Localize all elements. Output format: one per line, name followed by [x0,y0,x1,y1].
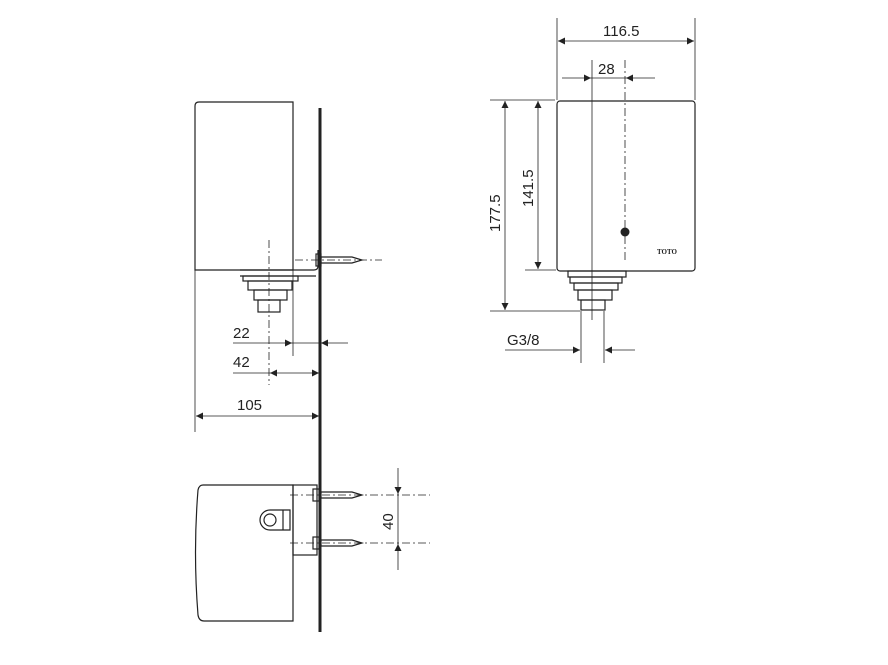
dim-g3-8-label: G3/8 [507,332,540,349]
dim-141-5-label: 141.5 [520,169,537,207]
mount-block [292,484,318,556]
front-view: TOTO 116.5 28 177.5 141.5 G3/8 [487,18,696,363]
dim-28-label: 28 [598,61,615,78]
front-fitting [567,270,627,311]
dim-42-label: 42 [233,354,250,371]
side-view: 22 42 105 [194,101,382,632]
side-body [194,101,294,271]
side-fitting [242,275,299,313]
knob [259,509,291,531]
dim-177-5-label: 177.5 [487,194,504,232]
dim-116-5-label: 116.5 [603,23,639,40]
bottom-view: 40 [194,468,430,622]
dim-22-label: 22 [233,325,250,342]
dim-40-label: 40 [380,513,397,530]
toto-logo: TOTO [657,248,678,256]
front-body [556,100,696,272]
bottom-body [194,484,294,622]
mount-bracket [240,250,319,277]
dim-105-label: 105 [237,397,262,414]
